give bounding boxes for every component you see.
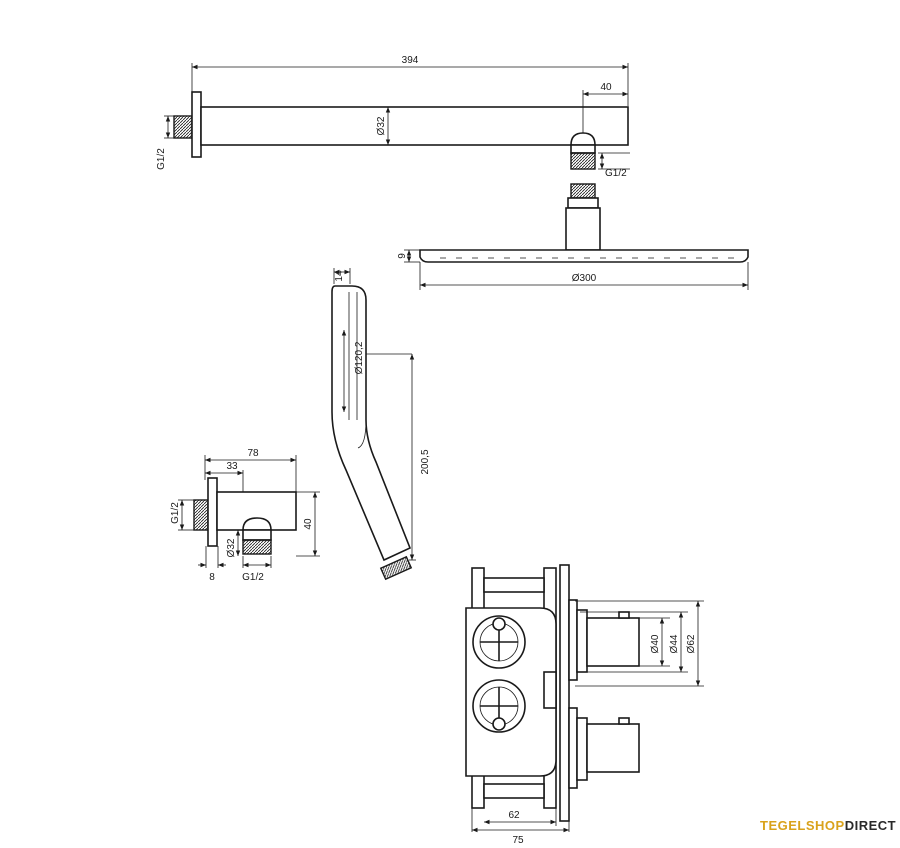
concealed-valve-box <box>465 564 704 833</box>
dim-valve-d44: Ø44 <box>669 634 680 653</box>
brand-part2: DIRECT <box>844 818 897 833</box>
valve-knob-upper <box>472 615 526 669</box>
dim-box-total: 75 <box>512 835 524 846</box>
dim-hand-thickness: 14 <box>334 270 345 282</box>
dim-head-thread: G1/2 <box>605 168 627 179</box>
dim-valve-d62: Ø62 <box>686 634 697 653</box>
brand-logo: TEGELSHOPDIRECT <box>760 818 896 833</box>
dim-elbow-height: 40 <box>303 518 314 530</box>
dim-arm-tip: 40 <box>600 82 612 93</box>
wall-elbow <box>178 455 320 568</box>
dim-arm-length: 394 <box>402 55 419 66</box>
hand-shower <box>331 268 416 581</box>
dim-elbow-flange: 8 <box>209 572 215 583</box>
dim-elbow-thread-bottom: G1/2 <box>242 572 264 583</box>
dim-elbow-width: 78 <box>247 448 259 459</box>
dim-box-depth: 62 <box>508 810 520 821</box>
shower-head <box>404 183 749 290</box>
dim-head-thickness: 9 <box>397 253 408 259</box>
dim-valve-d40: Ø40 <box>650 634 661 653</box>
dim-elbow-diameter: Ø32 <box>226 538 237 557</box>
dim-arm-thread: G1/2 <box>156 148 167 170</box>
dim-hand-head-diameter: Ø120,2 <box>354 341 365 374</box>
dim-hand-length: 200,5 <box>420 449 431 474</box>
dim-arm-diameter: Ø32 <box>376 116 387 135</box>
brand-part1: TEGELSHOP <box>760 818 845 833</box>
valve-knob-lower <box>472 679 526 733</box>
dim-elbow-thread-left: G1/2 <box>170 502 181 524</box>
dim-head-diameter: Ø300 <box>572 273 597 284</box>
shower-arm <box>164 63 630 170</box>
dim-elbow-offset: 33 <box>226 461 238 472</box>
